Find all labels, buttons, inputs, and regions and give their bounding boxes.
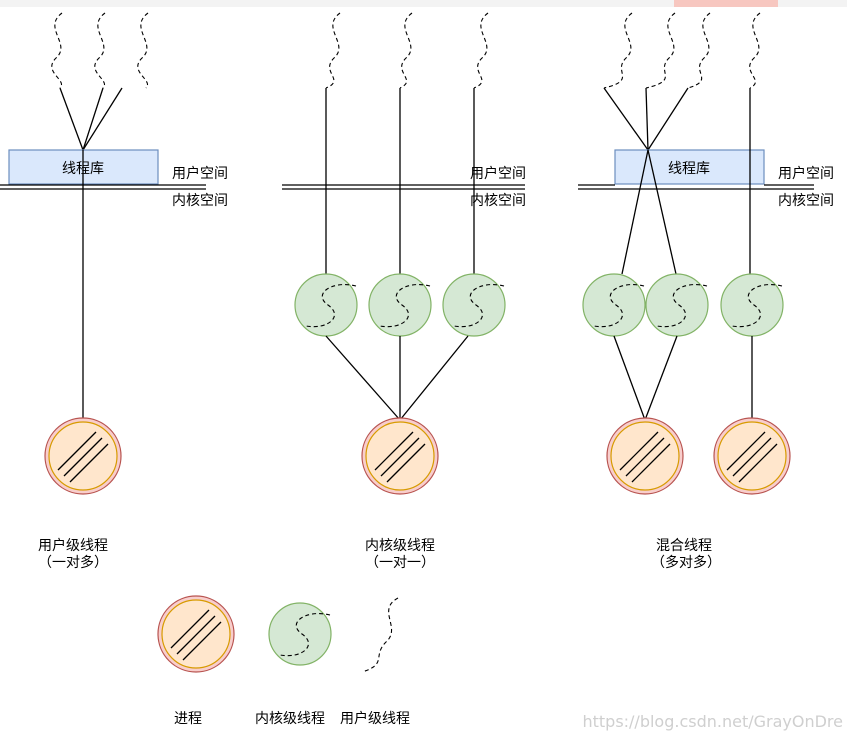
kernel-space-label: 内核空间 [172, 193, 228, 209]
connector [82, 87, 123, 151]
connector [325, 335, 401, 421]
user-space-label: 用户空间 [172, 165, 228, 182]
kernel-thread-icon [720, 273, 784, 337]
top-bar-remnant [0, 0, 847, 7]
kernel-thread-icon [368, 273, 432, 337]
connector [647, 87, 689, 151]
kernel-thread-icon [294, 273, 358, 337]
connector [613, 335, 646, 421]
user-thread-icon [51, 12, 63, 89]
user-thread-icon [94, 12, 106, 89]
connector [647, 149, 677, 275]
kernel-space-label: 内核空间 [470, 193, 526, 209]
kernel-thread-icon [442, 273, 506, 337]
watermark: https://blog.csdn.net/GrayOnDre [582, 712, 843, 731]
user-thread-icon [473, 12, 489, 89]
user-thread-icon [325, 12, 341, 89]
model-hybrid: 线程库 用户空间 内核空间 [578, 12, 834, 571]
connector [603, 87, 649, 151]
legend-process-label: 进程 [174, 711, 202, 727]
model-subtitle: （多对多） [651, 554, 721, 571]
kernel-thread-icon [645, 273, 709, 337]
user-thread-icon [603, 12, 633, 89]
process-icon [606, 417, 684, 495]
thread-library-box [614, 149, 765, 185]
legend-kernel-thread-icon [268, 602, 332, 666]
process-icon [44, 417, 122, 495]
connector [621, 149, 649, 275]
thread-library-label: 线程库 [668, 161, 710, 177]
user-thread-icon [137, 12, 149, 89]
legend-user-thread-label: 用户级线程 [340, 710, 410, 727]
legend: 进程 内核级线程 用户级线程 [157, 595, 410, 727]
legend-kernel-thread-label: 内核级线程 [255, 711, 325, 727]
kernel-thread-icon [582, 273, 646, 337]
model-title: 混合线程 [656, 538, 712, 554]
user-thread-icon [687, 12, 711, 89]
model-subtitle: （一对多） [38, 554, 108, 571]
user-thread-icon [645, 12, 676, 89]
model-subtitle: （一对一） [365, 555, 435, 571]
user-thread-icon [749, 12, 761, 89]
connector [59, 87, 84, 151]
connector [645, 87, 649, 151]
user-space-label: 用户空间 [778, 165, 834, 182]
kernel-space-label: 内核空间 [778, 193, 834, 209]
process-icon [713, 417, 791, 495]
model-user-level: 线程库 用户空间 内核空间 用户级线程 （一对多） [0, 12, 228, 571]
model-title: 用户级线程 [38, 537, 108, 554]
model-title: 内核级线程 [365, 538, 435, 554]
top-button-remnant [674, 0, 778, 7]
legend-user-thread-icon [361, 597, 399, 673]
model-kernel-level: 用户空间 内核空间 内核级线程 （一对一） [282, 12, 526, 571]
connector [644, 335, 678, 421]
connector [399, 335, 469, 421]
user-thread-icon [399, 12, 413, 89]
user-space-label: 用户空间 [470, 165, 526, 182]
process-icon [361, 417, 439, 495]
legend-process-icon [157, 595, 235, 673]
connector [82, 87, 104, 151]
